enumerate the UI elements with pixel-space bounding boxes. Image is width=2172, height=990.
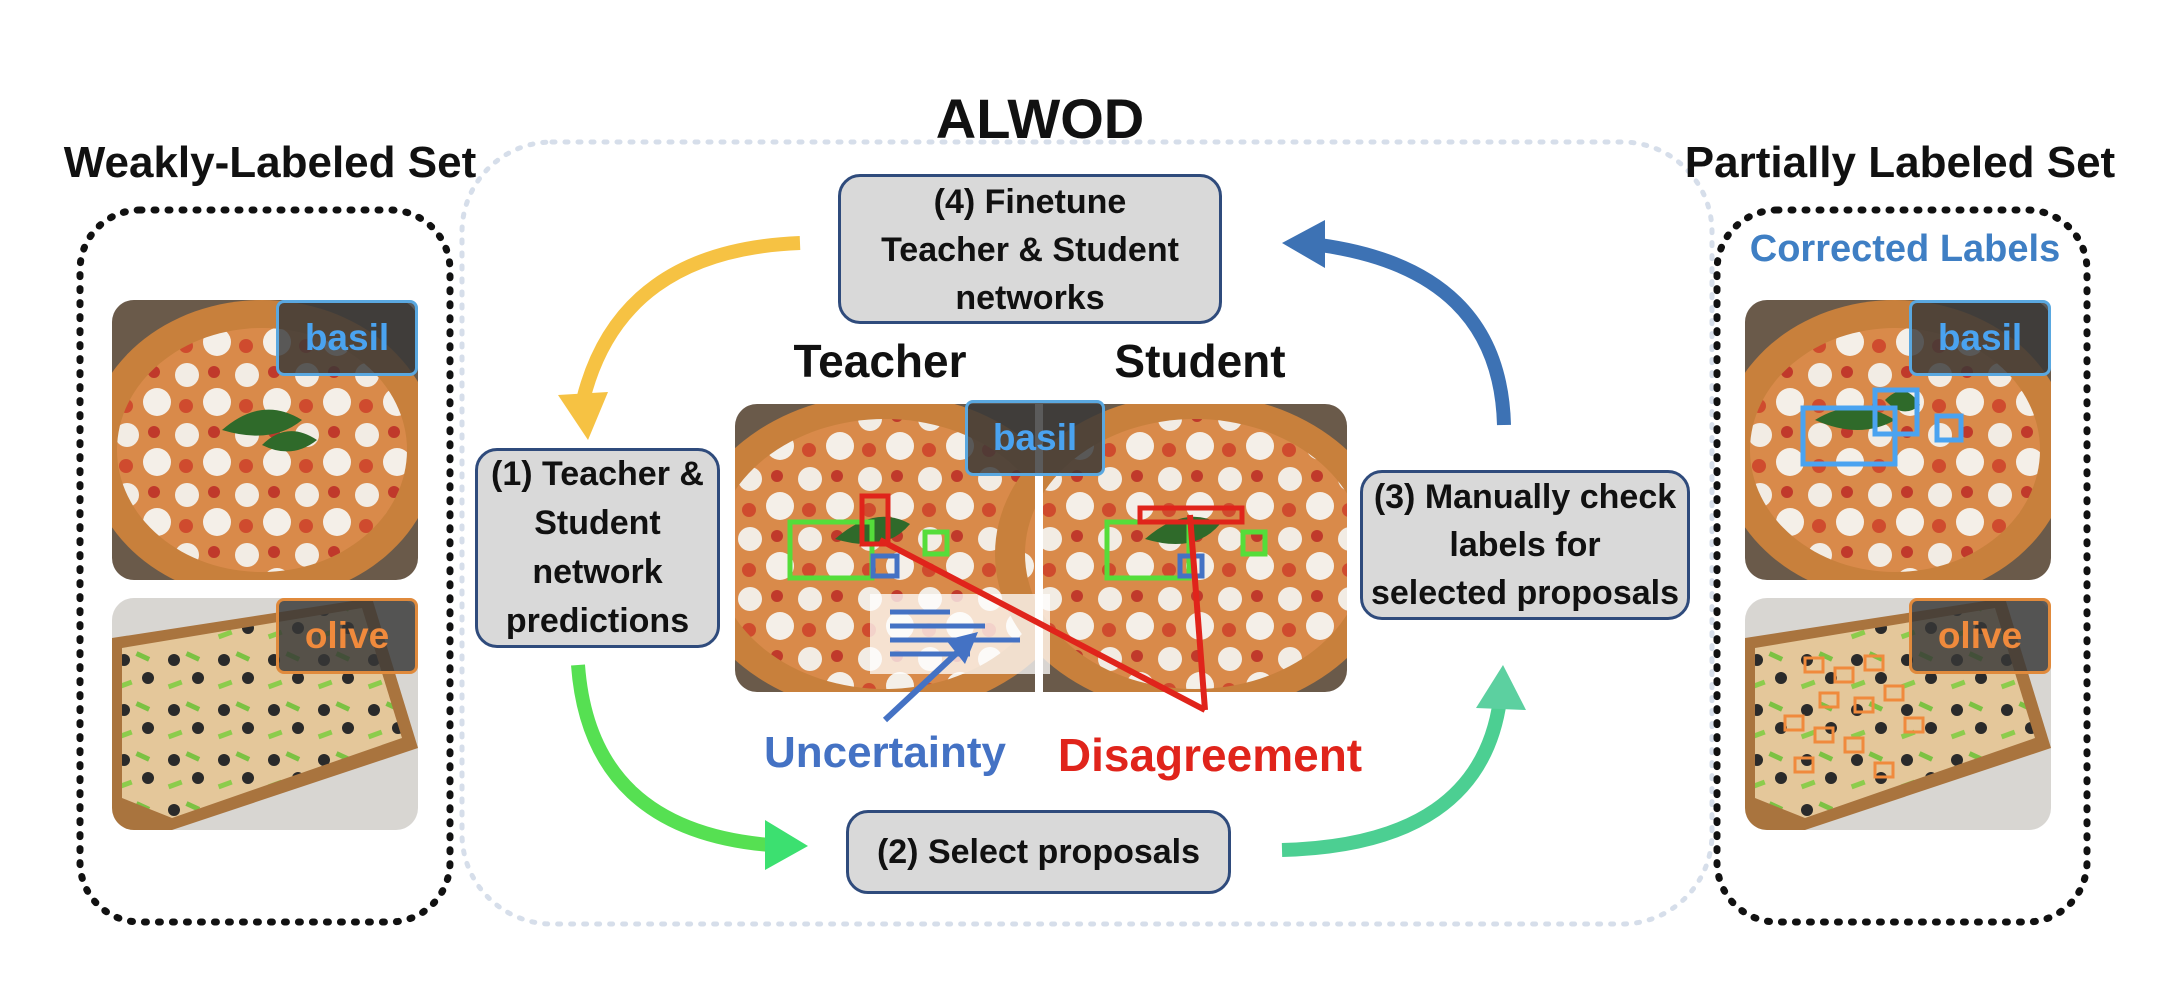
- finetune-line-3: networks: [881, 274, 1179, 322]
- uncertainty-label: Uncertainty: [760, 728, 1010, 778]
- check-line-2: labels for: [1371, 521, 1679, 569]
- finetune-box: (4) Finetune Teacher & Student networks: [838, 174, 1222, 324]
- weak-basil-tag: basil: [276, 300, 418, 376]
- weak-set-title: Weakly-Labeled Set: [55, 138, 485, 188]
- corrected-labels-title: Corrected Labels: [1730, 228, 2080, 271]
- select-proposals-box: (2) Select proposals: [846, 810, 1231, 894]
- check-line-1: (3) Manually check: [1371, 473, 1679, 521]
- teacher-label: Teacher: [780, 334, 980, 388]
- check-labels-box: (3) Manually check labels for selected p…: [1360, 470, 1690, 620]
- predictions-line-1: (1) Teacher &: [491, 450, 704, 499]
- check-line-3: selected proposals: [1371, 569, 1679, 617]
- center-basil-tag: basil: [965, 400, 1105, 476]
- student-label: Student: [1100, 334, 1300, 388]
- arrow-finetune-to-predictions: [583, 243, 800, 400]
- arrow-predictions-to-select: [578, 665, 770, 845]
- finetune-line-2: Teacher & Student: [881, 226, 1179, 274]
- center-basil-tag-label: basil: [993, 417, 1077, 459]
- finetune-line-1: (4) Finetune: [881, 178, 1179, 226]
- arrow-check-to-finetune: [1320, 245, 1504, 425]
- predictions-line-2: Student: [491, 499, 704, 548]
- predictions-line-3: network: [491, 548, 704, 597]
- partial-basil-tag: basil: [1909, 300, 2051, 376]
- main-title: ALWOD: [880, 86, 1200, 151]
- uncertainty-overlay: [870, 594, 1050, 674]
- disagreement-label: Disagreement: [1050, 728, 1370, 782]
- partial-set-title: Partially Labeled Set: [1640, 138, 2160, 188]
- predictions-line-4: predictions: [491, 597, 704, 646]
- weak-olive-tag: olive: [276, 598, 418, 674]
- partial-olive-tag: olive: [1909, 598, 2051, 674]
- predictions-box: (1) Teacher & Student network prediction…: [475, 448, 720, 648]
